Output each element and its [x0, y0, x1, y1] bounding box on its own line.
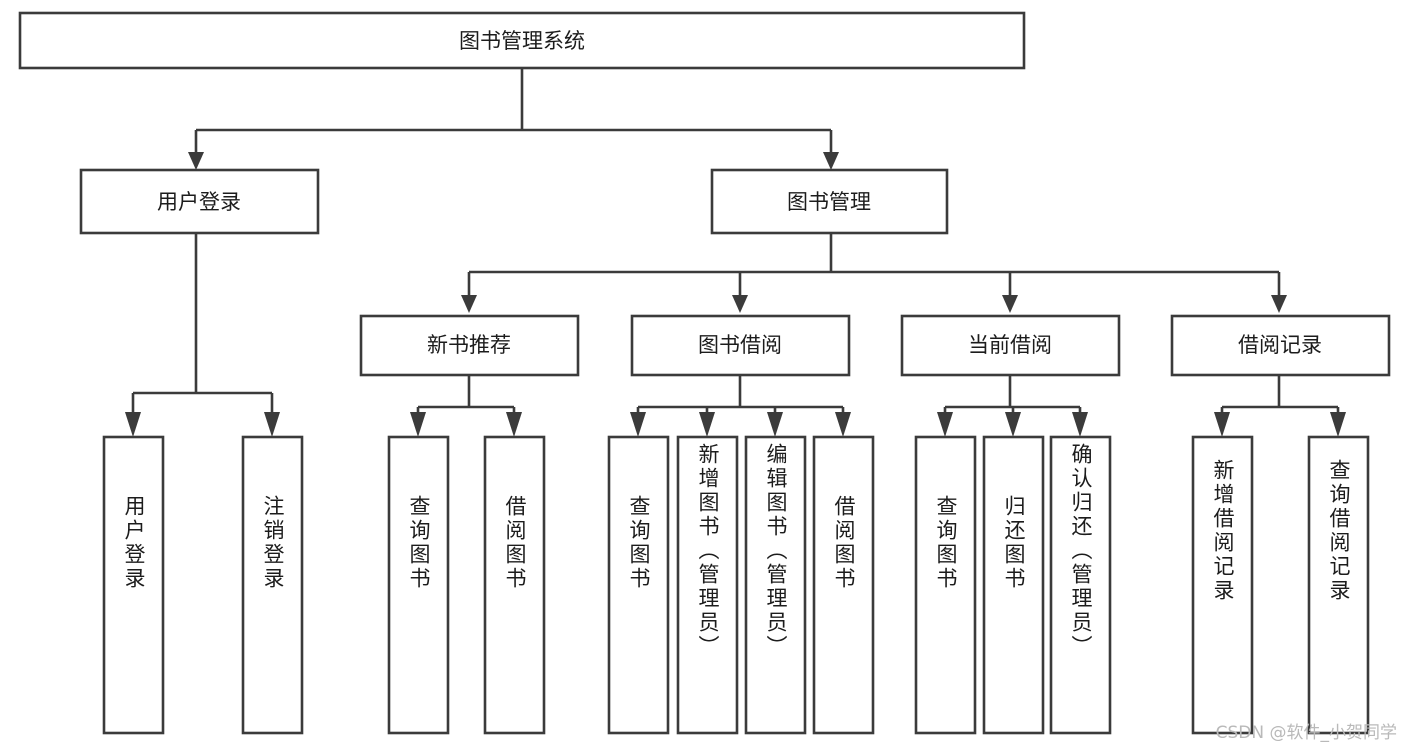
arrowhead-newbook: [461, 295, 477, 313]
arrowhead-leaf-borrow-2: [699, 412, 715, 437]
arrowhead-leaf-current-3: [1072, 412, 1088, 437]
node-box-leaf-newbook-query[interactable]: [387, 435, 450, 735]
arrowhead-user-login: [188, 152, 204, 170]
node-box-leaf-user-logout[interactable]: [241, 435, 304, 735]
node-box-current-borrow[interactable]: [900, 314, 1121, 377]
node-box-leaf-current-return[interactable]: [982, 435, 1045, 735]
node-box-leaf-current-confirm[interactable]: [1049, 435, 1112, 735]
arrowhead-leaf-borrow-3: [767, 412, 783, 437]
arrowhead-record: [1271, 295, 1287, 313]
node-box-leaf-newbook-borrow[interactable]: [483, 435, 546, 735]
node-box-leaf-user-login[interactable]: [102, 435, 165, 735]
arrowhead-leaf-user-2: [264, 412, 280, 437]
arrowhead-leaf-newbook-1: [410, 412, 426, 437]
arrowhead-leaf-borrow-4: [835, 412, 851, 437]
node-box-book-borrow[interactable]: [630, 314, 851, 377]
node-label-new-book-recommend: 新书推荐: [427, 333, 511, 357]
arrowhead-group: [125, 152, 1346, 437]
arrowhead-book-manage: [823, 152, 839, 170]
node-box-leaf-record-add[interactable]: [1191, 435, 1254, 735]
node-label-current-borrow: 当前借阅: [968, 333, 1052, 357]
arrowhead-borrow: [732, 295, 748, 313]
node-box-book-management[interactable]: [710, 168, 949, 235]
arrowhead-leaf-record-1: [1214, 412, 1230, 437]
arrowhead-leaf-borrow-1: [630, 412, 646, 437]
arrowhead-leaf-current-2: [1005, 412, 1021, 437]
node-label-book-management: 图书管理: [787, 190, 871, 214]
arrowhead-leaf-user-1: [125, 412, 141, 437]
node-box-leaf-borrow-borrow[interactable]: [812, 435, 875, 735]
node-box-root[interactable]: [18, 11, 1026, 70]
arrowhead-current: [1002, 295, 1018, 313]
node-label-borrow-record: 借阅记录: [1238, 333, 1322, 357]
node-box-leaf-record-query[interactable]: [1307, 435, 1370, 735]
node-label-user-login: 用户登录: [157, 190, 241, 214]
node-box-borrow-record[interactable]: [1170, 314, 1391, 377]
arrowhead-leaf-newbook-2: [506, 412, 522, 437]
arrowhead-leaf-record-2: [1330, 412, 1346, 437]
node-box-leaf-borrow-add[interactable]: [676, 435, 739, 735]
node-box-leaf-borrow-query[interactable]: [607, 435, 670, 735]
node-box-leaf-borrow-edit[interactable]: [744, 435, 807, 735]
node-box-user-login[interactable]: [79, 168, 320, 235]
node-label-root: 图书管理系统: [459, 29, 585, 53]
arrowhead-leaf-current-1: [937, 412, 953, 437]
node-box-new-book-recommend[interactable]: [359, 314, 580, 377]
node-box-leaf-current-query[interactable]: [914, 435, 977, 735]
node-label-book-borrow: 图书借阅: [698, 333, 782, 357]
